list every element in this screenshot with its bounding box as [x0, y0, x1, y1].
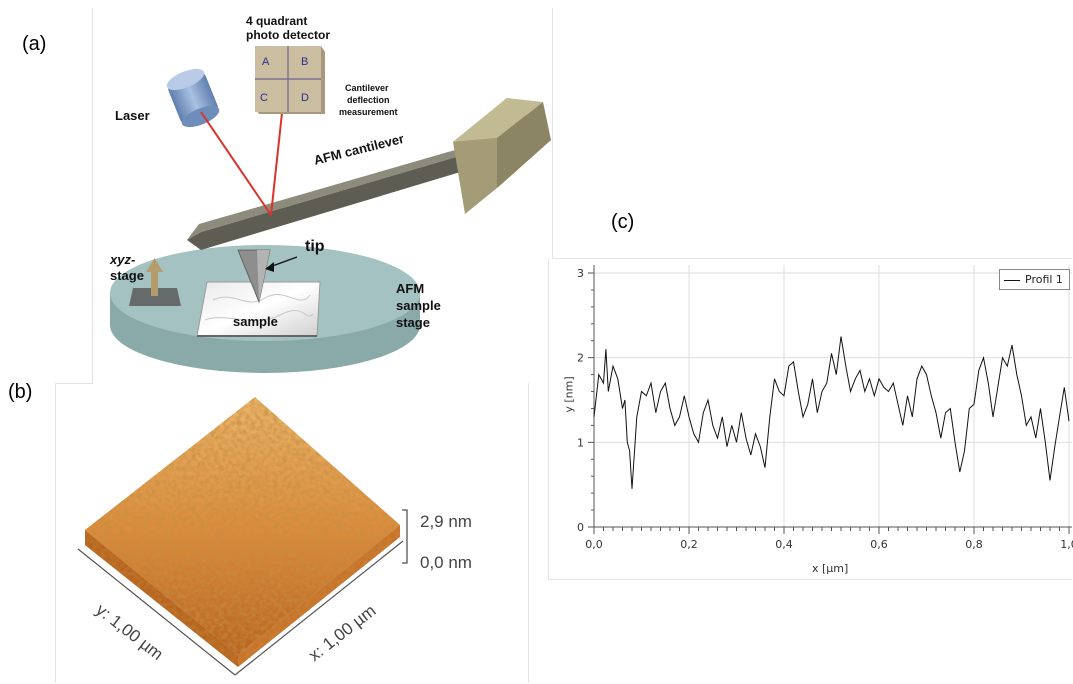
frame-b-right: [528, 383, 529, 683]
y-tick-label: 0: [577, 521, 584, 534]
photo-detector: [255, 46, 325, 114]
frame-c-left: [548, 258, 549, 580]
cantilever-beam: [187, 150, 473, 250]
quadrant-a-label: A: [262, 56, 270, 68]
tip-label: tip: [305, 238, 325, 255]
quadrant-d-label: D: [301, 92, 309, 104]
stage-line3: stage: [396, 315, 430, 330]
afm-surface-3d: [77, 397, 408, 676]
panel-label-c: (c): [611, 211, 635, 233]
z-max-label: 2,9 nm: [420, 512, 472, 531]
y-tick-label: 1: [577, 436, 584, 449]
legend-line-swatch: [1004, 279, 1020, 281]
y-axis-title: y [nm]: [562, 376, 576, 413]
frame-a-left: [92, 8, 93, 384]
x-tick-label: 0,2: [680, 538, 698, 551]
afm-schematic: [110, 46, 551, 373]
y-tick-label: 3: [577, 267, 584, 280]
frame-a-bottom: [55, 383, 93, 384]
frame-c-bottom: [548, 579, 1072, 580]
x-axis-title: x [µm]: [812, 562, 849, 575]
deflection-label: Cantilever deflection measurement: [339, 82, 398, 118]
xyz-line1: xyz-: [110, 252, 136, 267]
legend-series-name: Profil 1: [1025, 273, 1063, 286]
profile-chart: 0,0 0,2 0,4 0,6 0,8 1,0 0 1 2 3: [577, 265, 1073, 551]
deflection-line2: deflection: [347, 95, 390, 105]
xyz-stage-icon: [129, 258, 181, 306]
x-tick-label: 0,8: [965, 538, 983, 551]
frame-c-top-left: [552, 8, 553, 258]
laser-body: [166, 68, 220, 128]
sample-stage-label: AFM sample stage: [396, 280, 441, 331]
deflection-line3: measurement: [339, 107, 398, 117]
cantilever-holder-block: [453, 98, 551, 214]
x-tick-label: 0,0: [585, 538, 603, 551]
sample-square: [196, 281, 321, 337]
panel-label-a: (a): [22, 33, 47, 55]
panel-label-b: (b): [8, 381, 33, 403]
afm-tip: [237, 249, 271, 304]
frame-c-top-bottom: [552, 258, 1072, 259]
x-tick-label: 1,0: [1060, 538, 1073, 551]
z-scale-bracket: [402, 509, 408, 564]
laser-beam-incident: [200, 111, 272, 216]
xyz-line2: stage: [110, 268, 144, 283]
sample-label: sample: [233, 314, 278, 329]
quadrant-b-label: B: [301, 56, 309, 68]
x-tick-label: 0,4: [775, 538, 793, 551]
deflection-line1: Cantilever: [345, 83, 389, 93]
detector-title: 4 quadrant photo detector: [246, 14, 330, 42]
stage-line2: sample: [396, 298, 441, 313]
detector-title-line2: photo detector: [246, 28, 330, 42]
frame-b-left: [55, 383, 56, 683]
detector-title-line1: 4 quadrant: [246, 14, 308, 28]
z-min-label: 0,0 nm: [420, 553, 472, 572]
stage-line1: AFM: [396, 281, 425, 296]
y-tick-label: 2: [577, 352, 584, 365]
xyz-stage-label: xyz- stage: [110, 252, 144, 284]
chart-legend: Profil 1: [999, 269, 1070, 290]
profile-series-line: [593, 336, 1070, 489]
laser-label: Laser: [115, 108, 150, 123]
quadrant-c-label: C: [260, 92, 268, 104]
x-tick-label: 0,6: [870, 538, 888, 551]
